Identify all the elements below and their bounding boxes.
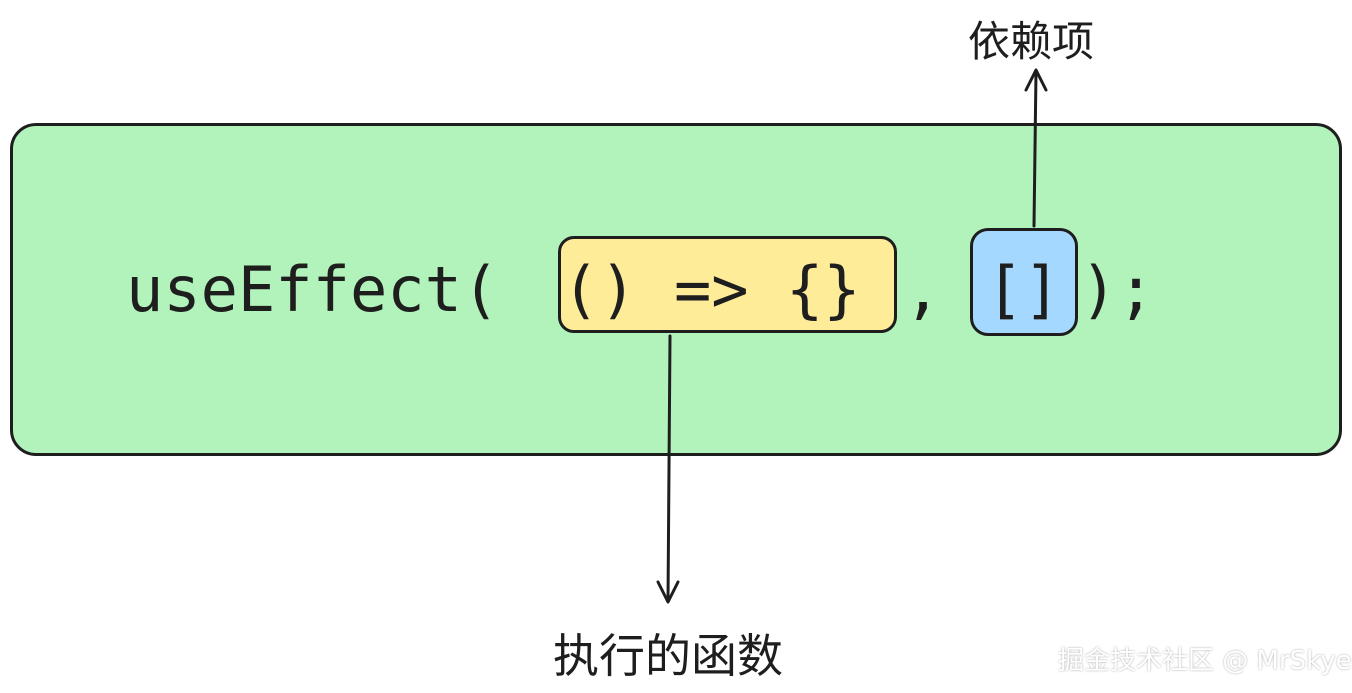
code-closing: ); [1080,253,1155,326]
dependency-highlight [970,228,1078,336]
callback-label: 执行的函数 [553,629,783,683]
watermark-text: 掘金技术社区 @ MrSkye [1058,646,1352,676]
code-use-effect-call: useEffect( [126,253,500,326]
code-callback: () => {} [562,253,861,326]
code-dependency-array: [] [986,253,1061,326]
callback-highlight [558,236,897,333]
code-comma: , [904,253,942,326]
dependencies-label: 依赖项 [968,17,1095,66]
